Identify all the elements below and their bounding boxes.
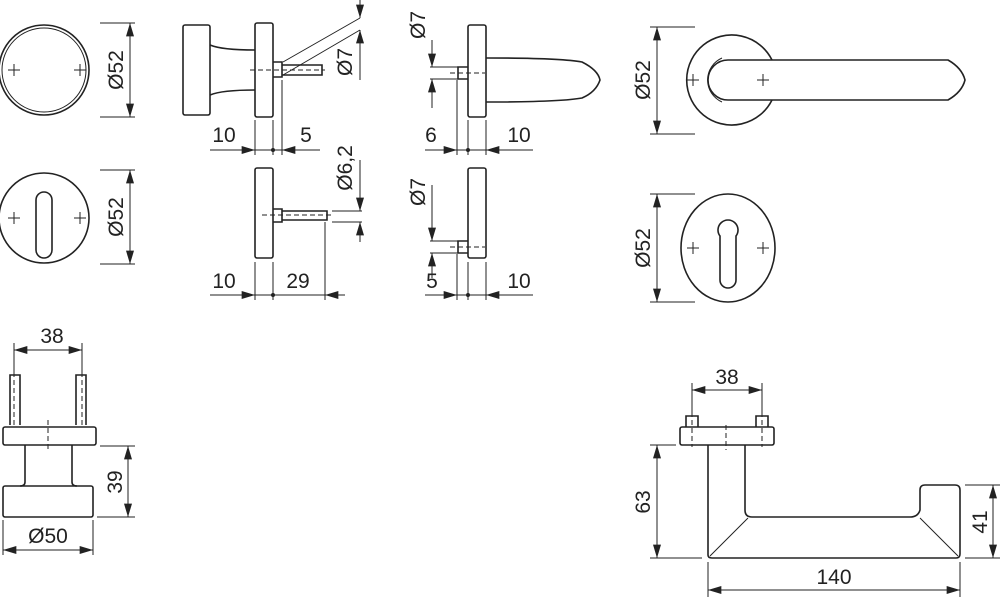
- rose-cylinder-diameter: Ø52: [105, 197, 128, 237]
- knob-profile-view: 38 39 Ø50: [2, 325, 135, 555]
- rose-cylinder-view: Ø52: [0, 169, 135, 265]
- knob-pin-spacing: 38: [40, 325, 63, 348]
- pin-diameter: Ø6,2: [334, 145, 357, 191]
- lever-spindle-diameter: Ø7: [407, 11, 430, 39]
- lever-rose-diameter: Ø52: [632, 60, 655, 100]
- lever-cyl-plate-dim: 10: [507, 270, 530, 293]
- lever-cyl-offset-dim: 5: [426, 270, 438, 293]
- rose-plain-view: Ø52: [0, 22, 135, 118]
- lever-side-view: Ø7 6 10: [407, 11, 601, 155]
- knob-offset-dim: 5: [300, 124, 312, 147]
- lever-cylinder-front-view: Ø52: [632, 193, 776, 303]
- rose-plain-diameter: Ø52: [105, 50, 128, 90]
- pin-plate-dim: 10: [212, 270, 235, 293]
- lever-profile-view: 38 63 41 140: [632, 366, 1000, 597]
- lever-front-view: Ø52: [632, 26, 966, 135]
- pin-length-dim: 29: [286, 270, 309, 293]
- knob-side-view: 10 5 Ø7: [182, 0, 364, 155]
- lever-cyl-rose-diameter: Ø52: [632, 228, 655, 268]
- lever-height: 63: [632, 490, 655, 513]
- lever-end-height: 41: [969, 510, 992, 533]
- lever-plate-dim: 10: [507, 124, 530, 147]
- lever-pin-spacing: 38: [715, 366, 738, 389]
- knob-diameter: Ø50: [28, 525, 68, 548]
- knob-plate-dim: 10: [212, 124, 235, 147]
- knob-height: 39: [104, 470, 127, 493]
- knob-spindle-diameter: Ø7: [334, 48, 357, 76]
- lever-offset-dim: 6: [425, 124, 437, 147]
- lever-length: 140: [816, 566, 851, 589]
- lever-cylinder-side-view: Ø7 5 10: [407, 167, 533, 300]
- cylinder-pin-side-view: Ø6,2 10 29: [210, 145, 364, 300]
- lever-cyl-spindle-diameter: Ø7: [407, 178, 430, 206]
